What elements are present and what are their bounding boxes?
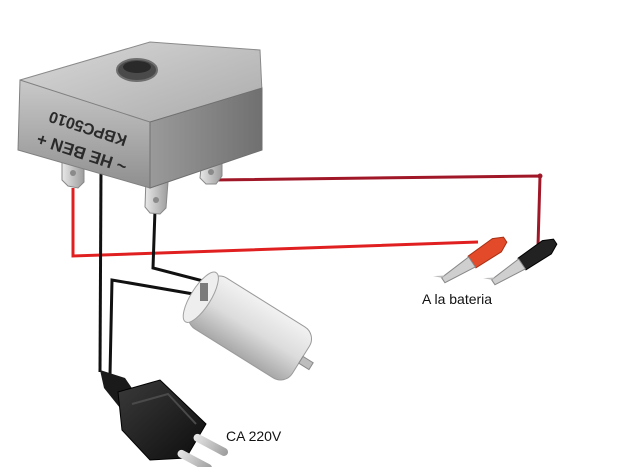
alligator-clip-black-icon <box>483 238 558 286</box>
wire-negative <box>210 173 543 247</box>
capacitor-icon <box>182 271 314 381</box>
mains-voltage-label: CA 220V <box>226 428 282 444</box>
wire-positive <box>71 188 479 258</box>
bridge-rectifier-icon: ~ HE BEN + KBPC5010 <box>17 41 263 215</box>
alligator-clip-red-icon <box>433 236 508 284</box>
wire-capacitor-bridge <box>151 209 208 284</box>
mains-plug-icon <box>100 370 229 467</box>
wire-ac-2 <box>108 278 206 376</box>
battery-label: A la bateria <box>422 291 493 307</box>
wire-ac-1 <box>98 167 103 373</box>
